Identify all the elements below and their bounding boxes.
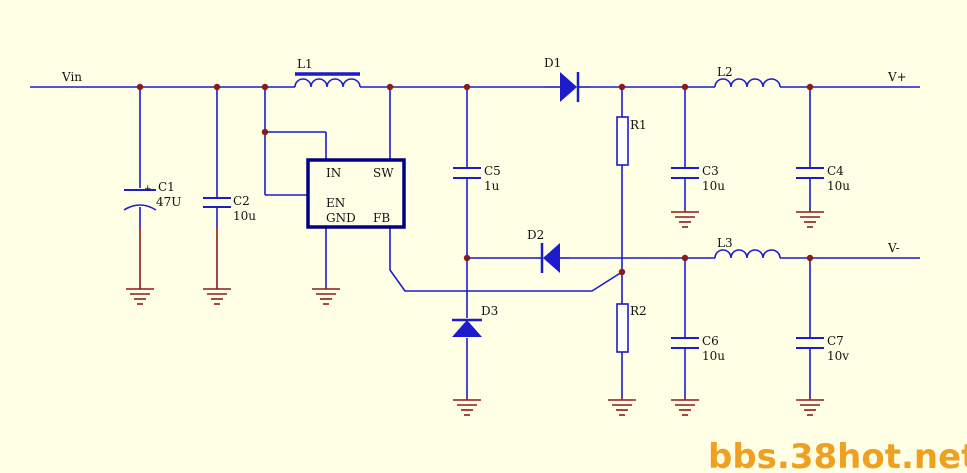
inductor-l2-label: L2 <box>717 65 733 79</box>
junction-dot <box>463 83 471 91</box>
capacitor-c1-value: 47U <box>156 195 181 209</box>
capacitor-c1-polarity: + <box>144 184 152 194</box>
inductor-l3[interactable]: L3 <box>714 236 781 259</box>
wires <box>30 86 920 398</box>
resistor-r2-label: R2 <box>630 304 647 318</box>
capacitor-c6-label: C6 <box>702 334 719 348</box>
capacitor-c7[interactable]: C7 10v <box>796 334 849 363</box>
ground-c2-icon <box>203 228 231 305</box>
capacitor-c7-label: C7 <box>827 334 844 348</box>
ic-pin-fb: FB <box>373 211 390 225</box>
junctions <box>136 83 814 276</box>
diode-d3[interactable]: D3 <box>452 304 498 337</box>
ground-ic-icon <box>312 287 340 305</box>
ground-r2-icon <box>608 398 636 416</box>
junction-dot <box>618 83 626 91</box>
inductor-l1-label: L1 <box>297 57 313 71</box>
net-label-vneg: V- <box>887 241 900 255</box>
junction-dot <box>386 83 394 91</box>
junction-dot <box>681 83 689 91</box>
ic-pin-en: EN <box>326 196 345 210</box>
ground-c1-icon <box>126 228 154 305</box>
resistor-r1[interactable]: R1 <box>616 116 647 166</box>
diode-d2[interactable]: D2 <box>527 228 570 273</box>
diode-d1-label: D1 <box>544 56 561 70</box>
junction-dot <box>463 254 471 262</box>
regulator-ic[interactable]: IN SW EN GND FB <box>306 158 406 229</box>
net-label-vin: Vin <box>61 70 82 84</box>
ground-c4-icon <box>796 210 824 228</box>
junction-dot <box>261 128 269 136</box>
resistor-r1-label: R1 <box>630 118 647 132</box>
inductor-l3-label: L3 <box>717 236 733 250</box>
junction-dot <box>681 254 689 262</box>
junction-dot <box>618 268 626 276</box>
capacitor-c7-value: 10v <box>827 349 849 363</box>
capacitor-c3[interactable]: C3 10u <box>671 164 725 193</box>
ground-d3-icon <box>453 398 481 416</box>
resistor-r2[interactable]: R2 <box>616 303 647 353</box>
capacitor-c6-value: 10u <box>702 349 725 363</box>
ic-pin-sw: SW <box>373 166 394 180</box>
inductor-l2[interactable]: L2 <box>714 65 781 88</box>
capacitor-c5-value: 1u <box>484 179 500 193</box>
capacitor-c5-label: C5 <box>484 164 501 178</box>
net-label-vpos: V+ <box>887 70 907 84</box>
capacitor-c3-label: C3 <box>702 164 719 178</box>
capacitor-c2-label: C2 <box>233 194 250 208</box>
watermark: bbs.38hot.net <box>708 437 967 473</box>
capacitor-c2[interactable]: C2 10u <box>203 194 256 223</box>
capacitor-c3-value: 10u <box>702 179 725 193</box>
capacitor-c4-label: C4 <box>827 164 844 178</box>
diode-d1[interactable]: D1 <box>544 56 590 102</box>
ic-pin-in: IN <box>326 166 341 180</box>
junction-dot <box>261 83 269 91</box>
ground-c7-icon <box>796 398 824 416</box>
capacitor-c2-value: 10u <box>233 209 256 223</box>
capacitor-c5[interactable]: C5 1u <box>453 164 501 193</box>
capacitor-c4[interactable]: C4 10u <box>796 164 850 193</box>
junction-dot <box>213 83 221 91</box>
diode-d3-label: D3 <box>481 304 498 318</box>
diode-d2-label: D2 <box>527 228 544 242</box>
capacitor-c1-label: C1 <box>158 180 175 194</box>
junction-dot <box>136 83 144 91</box>
ic-pin-gnd: GND <box>326 211 356 225</box>
capacitor-c4-value: 10u <box>827 179 850 193</box>
inductor-l1[interactable]: L1 <box>294 57 361 88</box>
ground-c3-icon <box>671 210 699 228</box>
junction-dot <box>806 254 814 262</box>
junction-dot <box>806 83 814 91</box>
ground-symbols <box>126 210 824 416</box>
capacitor-c6[interactable]: C6 10u <box>671 334 725 363</box>
ground-c6-icon <box>671 398 699 416</box>
capacitor-c1[interactable]: + C1 47U <box>123 180 181 211</box>
